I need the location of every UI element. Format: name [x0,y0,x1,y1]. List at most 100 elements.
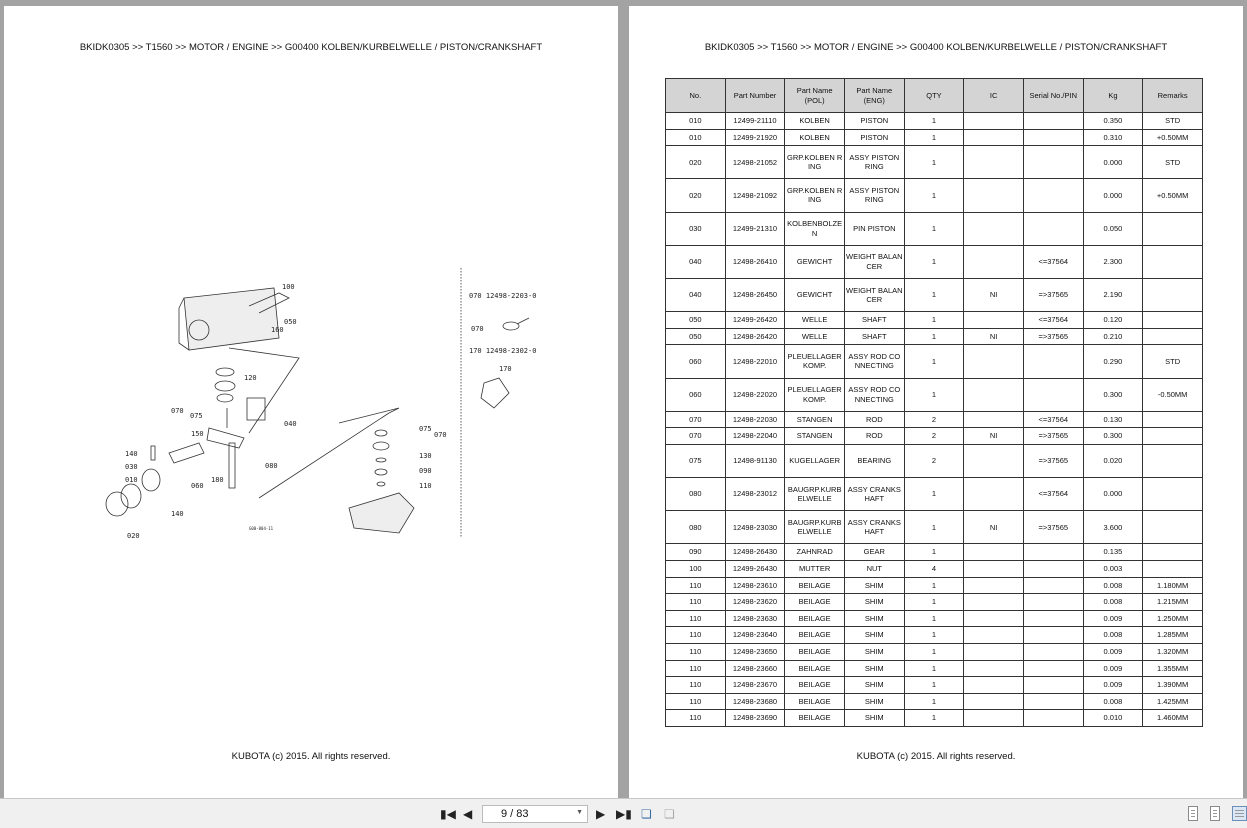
cell-qty: 1 [903,692,965,711]
cell-part-name-eng: SHIM [843,593,905,611]
cell-remarks [1142,543,1203,562]
cell-part-name-eng: NUT [843,560,905,578]
cell-no: 070 [665,410,726,429]
cell-serial-pin: =>37565 [1022,510,1084,545]
cell-part-name-pol: BAUGRP.KURBELWELLE [784,477,845,512]
cell-qty: 2 [903,443,965,479]
cell-remarks [1142,311,1203,329]
page-number-select[interactable]: 9 / 83▼ [482,805,588,823]
cell-remarks [1142,560,1203,578]
cell-no: 110 [665,593,726,611]
cell-no: 040 [665,244,726,279]
paste-page-icon[interactable]: ❏ [664,807,675,821]
cell-part-name-pol: BEILAGE [784,593,845,611]
cell-part-number: 12498-26420 [724,327,786,346]
cell-part-number: 12499-21310 [724,211,786,246]
inset-label: 170 12498-2302-0 [469,347,536,355]
cell-ic [963,477,1024,512]
callout: 040 [284,420,297,428]
cell-qty: 1 [903,128,965,147]
cell-remarks [1142,410,1203,429]
cell-part-name-eng: ASSY ROD CONNECTING [843,377,905,412]
cell-part-name-pol: KOLBENBOLZEN [784,211,845,246]
callout: 140 [171,510,184,518]
cell-ic [963,692,1024,711]
cell-remarks: +0.50MM [1142,128,1203,147]
cell-part-number: 12498-23670 [724,676,786,694]
cell-remarks: 1.215MM [1142,593,1203,611]
cell-qty: 1 [903,676,965,694]
cell-ic [963,112,1024,130]
cell-kg: 0.003 [1082,560,1144,578]
cell-remarks [1142,327,1203,346]
single-page-view-icon[interactable] [1188,806,1198,821]
cell-kg: 0.008 [1082,576,1144,595]
cell-part-name-pol: GRP.KOLBEN RING [784,145,845,180]
cell-serial-pin [1022,211,1084,246]
cell-part-name-pol: BEILAGE [784,643,845,661]
cell-remarks [1142,443,1203,479]
cell-part-number: 12498-21092 [724,178,786,213]
cell-kg: 0.300 [1082,377,1144,412]
cell-part-name-eng: PISTON [843,128,905,147]
cell-ic [963,344,1024,379]
cell-qty: 1 [903,709,965,727]
cell-no: 080 [665,477,726,512]
cell-qty: 2 [903,410,965,429]
footer: KUBOTA (c) 2015. All rights reserved. [856,751,1016,762]
copy-page-icon[interactable]: ❏ [641,807,652,821]
cell-remarks: +0.50MM [1142,178,1203,213]
cell-no: 050 [665,311,726,329]
cell-kg: 2.300 [1082,244,1144,279]
cell-serial-pin [1022,659,1084,678]
cell-kg: 0.300 [1082,427,1144,445]
two-page-view-icon[interactable] [1232,806,1247,821]
breadcrumb: BKIDK0305 >> T1560 >> MOTOR / ENGINE >> … [79,42,543,53]
viewer-toolbar: ▮◀ ◀ 9 / 83▼ ▶ ▶▮ ❏ ❏ [0,798,1247,828]
cell-ic [963,410,1024,429]
callout: 170 [499,365,512,373]
cell-part-name-eng: SHIM [843,643,905,661]
continuous-view-icon[interactable] [1210,806,1220,821]
cell-part-name-pol: BEILAGE [784,609,845,628]
cell-qty: 1 [903,626,965,644]
cell-no: 060 [665,377,726,412]
cell-part-name-pol: STANGEN [784,410,845,429]
callout: 070 [171,407,184,415]
cell-kg: 0.130 [1082,410,1144,429]
cell-ic [963,709,1024,727]
drawing-code: G00-004-11 [249,526,274,531]
cell-ic [963,659,1024,678]
cell-part-name-eng: SHIM [843,709,905,727]
cell-no: 020 [665,145,726,180]
column-header-part-name-pol: Part Name (POL) [784,78,845,113]
cell-part-name-eng: WEIGHT BALANCER [843,277,905,313]
cell-no: 040 [665,277,726,313]
cell-no: 080 [665,510,726,545]
callout: 180 [211,476,224,484]
cell-remarks: 1.285MM [1142,626,1203,644]
cell-qty: 1 [903,277,965,313]
cell-part-name-pol: BEILAGE [784,626,845,644]
cell-qty: 1 [903,609,965,628]
cell-part-number: 12499-21920 [724,128,786,147]
cell-serial-pin [1022,643,1084,661]
cell-no: 110 [665,676,726,694]
first-page-icon[interactable]: ▮◀ [440,807,456,821]
cell-kg: 0.050 [1082,211,1144,246]
next-page-icon[interactable]: ▶ [596,807,606,821]
last-page-icon[interactable]: ▶▮ [616,807,632,821]
cell-qty: 2 [903,427,965,445]
previous-page-icon[interactable]: ◀ [463,807,473,821]
cell-kg: 0.010 [1082,709,1144,727]
